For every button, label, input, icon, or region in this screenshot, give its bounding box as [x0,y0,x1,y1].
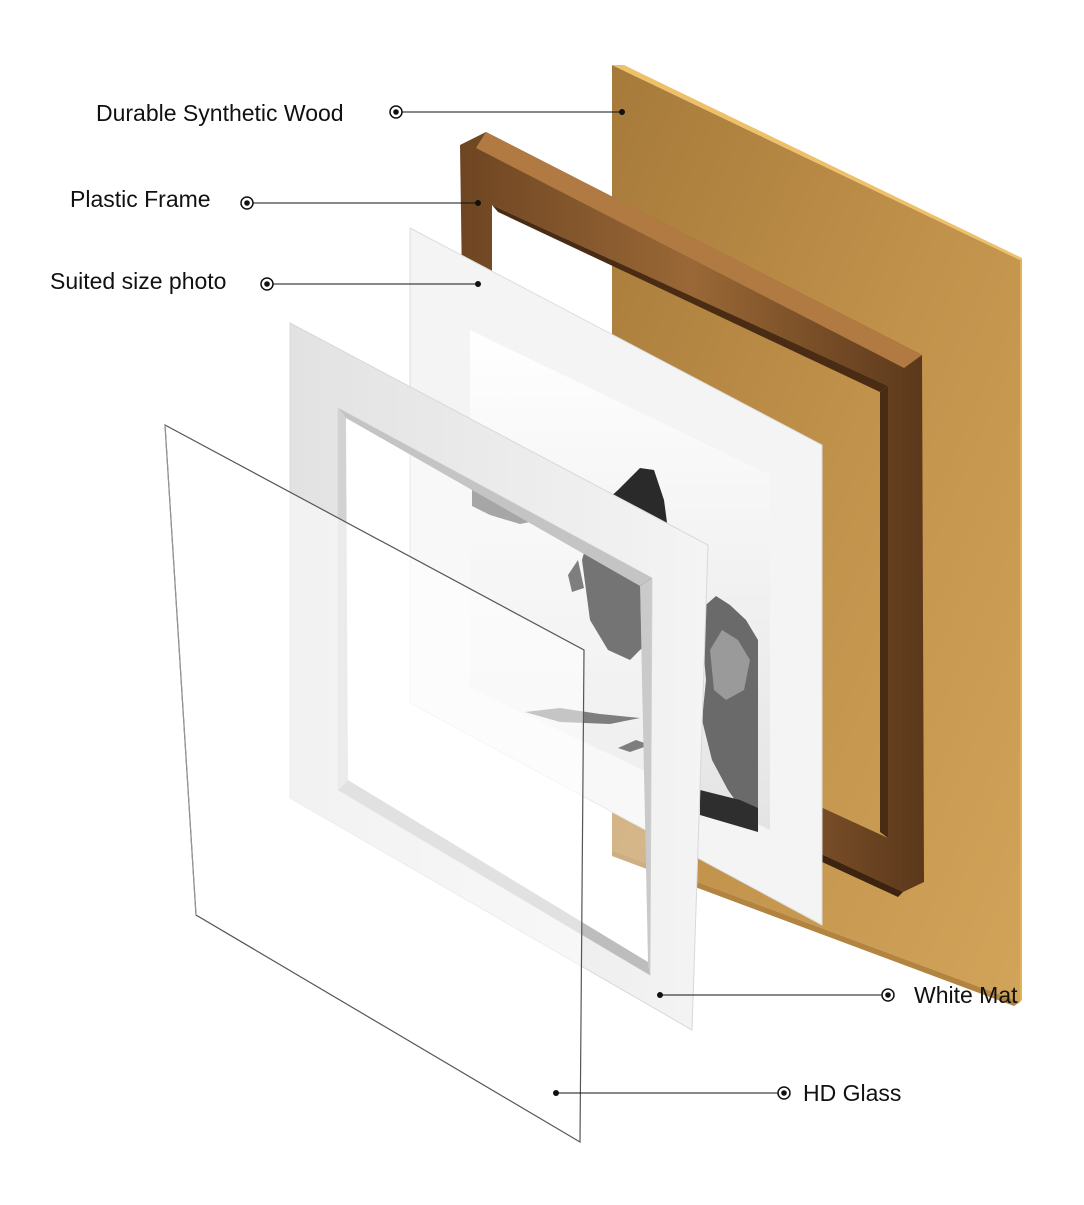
label-suited-size-photo: Suited size photo [50,268,227,294]
hd-glass [164,423,585,1144]
leader-line-photo [260,277,481,291]
leader-line-wood [389,105,625,119]
label-plastic-frame: Plastic Frame [70,186,211,212]
label-durable-synthetic-wood: Durable Synthetic Wood [96,100,344,126]
leader-line-frame [240,196,481,210]
leader-line-mat [657,988,895,1002]
label-hd-glass: HD Glass [803,1080,902,1106]
label-white-mat: White Mat [914,982,1018,1008]
leader-line-glass [553,1086,791,1100]
